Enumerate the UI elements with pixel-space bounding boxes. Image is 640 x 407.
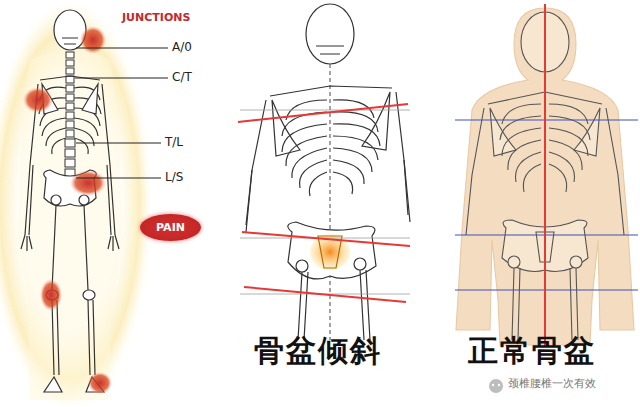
heading-label: JUNCTIONS <box>122 12 190 25</box>
junction-label: L/S <box>165 171 183 185</box>
junction-label: C/T <box>172 71 192 85</box>
left-skeleton <box>0 0 152 407</box>
junction-label: T/L <box>165 136 183 150</box>
normal-skeleton <box>455 4 638 346</box>
pain-text: PAIN <box>156 221 185 234</box>
leader-lines <box>75 48 168 178</box>
panel-title: 正常骨盆 <box>468 334 596 369</box>
watermark: 颈椎腰椎一次有效 <box>508 378 596 391</box>
panel-title: 骨盆倾斜 <box>254 334 382 369</box>
pain-ellipse: PAIN <box>140 214 201 241</box>
watermark-icon <box>489 379 503 393</box>
tilted-skeleton <box>238 4 410 340</box>
junction-label: A/0 <box>172 41 192 55</box>
